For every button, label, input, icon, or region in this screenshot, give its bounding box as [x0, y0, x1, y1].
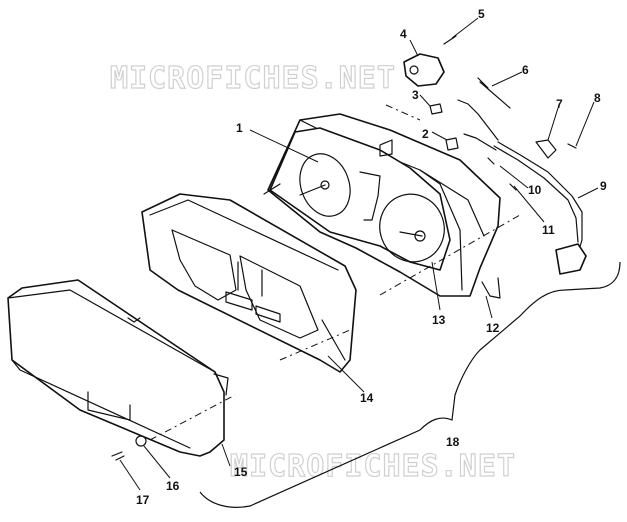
wiring-harness [487, 139, 587, 275]
callout-11: 11 [542, 223, 555, 237]
callout-5: 5 [478, 7, 485, 21]
callout-17: 17 [136, 493, 150, 507]
callout-3: 3 [412, 88, 419, 102]
screw-and-washer [111, 435, 147, 461]
leader-lines [119, 17, 599, 491]
callout-12: 12 [486, 321, 500, 335]
callout-4: 4 [400, 27, 407, 41]
watermark-top: MICROFICHES.NET [110, 61, 396, 96]
assembly-center-lines [149, 104, 521, 441]
callout-1: 1 [236, 121, 243, 135]
callout-15: 15 [234, 465, 248, 479]
callout-18: 18 [446, 435, 460, 449]
callout-6: 6 [522, 63, 529, 77]
callout-16: 16 [166, 479, 180, 493]
callout-labels: 1 2 3 4 5 6 7 8 9 10 11 12 13 14 15 16 1… [136, 7, 607, 507]
watermark-bottom: MICROFICHES.NET [230, 449, 516, 484]
callout-13: 13 [432, 313, 446, 327]
lens-bezel [141, 193, 357, 373]
small-parts-top [403, 35, 511, 151]
callout-14: 14 [360, 391, 374, 405]
front-cover [7, 279, 229, 457]
gauge-face [263, 127, 451, 271]
callout-7: 7 [556, 97, 563, 111]
callout-8: 8 [594, 91, 601, 105]
callout-10: 10 [528, 183, 542, 197]
assembly-bracket [199, 261, 621, 508]
callout-2: 2 [422, 127, 429, 141]
callout-9: 9 [600, 179, 607, 193]
